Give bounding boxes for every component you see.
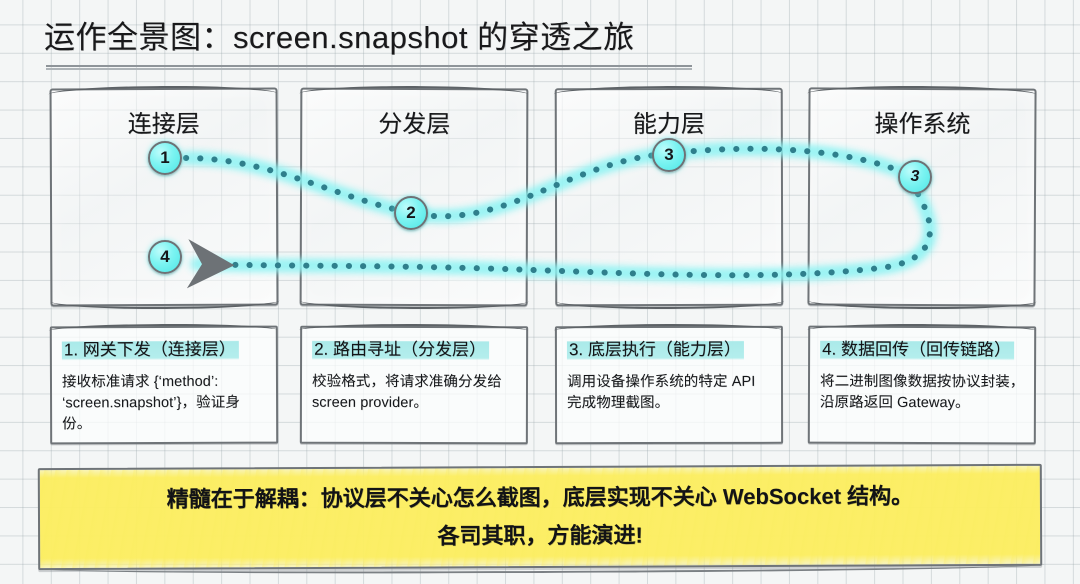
- step-card-3: 3. 底层执行（能力层） 调用设备操作系统的特定 API 完成物理截图。: [554, 325, 784, 445]
- summary-line-2: 各司其职，方能演进!: [437, 522, 643, 549]
- step-heading: 4. 数据回传（回传链路）: [820, 338, 1015, 362]
- step-heading: 3. 底层执行（能力层）: [566, 338, 744, 362]
- step-body: 接收标准请求 {‘method’: ‘screen.snapshot’}，验证身…: [61, 373, 240, 433]
- flow-node-3: 3: [652, 138, 686, 172]
- step-body: 调用设备操作系统的特定 API 完成物理截图。: [566, 373, 756, 412]
- layer-title: 能力层: [632, 110, 705, 139]
- step-card-4: 4. 数据回传（回传链路） 将二进制图像数据按协议封装，沿原路返回 Gatewa…: [807, 325, 1037, 445]
- flow-node-os: 3: [898, 160, 932, 194]
- page-title: 运作全景图：screen.snapshot 的穿透之旅: [44, 20, 635, 55]
- layer-title: 分发层: [378, 110, 451, 139]
- step-card-2: 2. 路由寻址（分发层） 校验格式，将请求准确分发给 screen provid…: [299, 325, 529, 445]
- layer-title: 连接层: [127, 110, 200, 139]
- flow-node-1: 1: [148, 141, 182, 175]
- layer-box-capability: 能力层: [554, 87, 784, 307]
- title-underline: [46, 65, 692, 70]
- step-heading: 1. 网关下发（连接层）: [61, 338, 239, 362]
- title-block: 运作全景图：screen.snapshot 的穿透之旅: [44, 18, 744, 74]
- step-body: 校验格式，将请求准确分发给 screen provider。: [311, 373, 502, 412]
- layer-title: 操作系统: [874, 110, 971, 139]
- step-card-1: 1. 网关下发（连接层） 接收标准请求 {‘method’: ‘screen.s…: [49, 325, 279, 445]
- summary-line-1: 精髓在于解耦：协议层不关心怎么截图，底层实现不关心 WebSocket 结构。: [166, 483, 914, 512]
- layer-box-operating-system: 操作系统: [807, 87, 1037, 307]
- flow-node-2: 2: [394, 196, 428, 230]
- step-body: 将二进制图像数据按协议封装，沿原路返回 Gateway。: [819, 373, 1025, 412]
- summary-banner: 精髓在于解耦：协议层不关心怎么截图，底层实现不关心 WebSocket 结构。 …: [37, 463, 1043, 571]
- step-heading: 2. 路由寻址（分发层）: [312, 338, 490, 362]
- flow-node-4: 4: [148, 240, 182, 274]
